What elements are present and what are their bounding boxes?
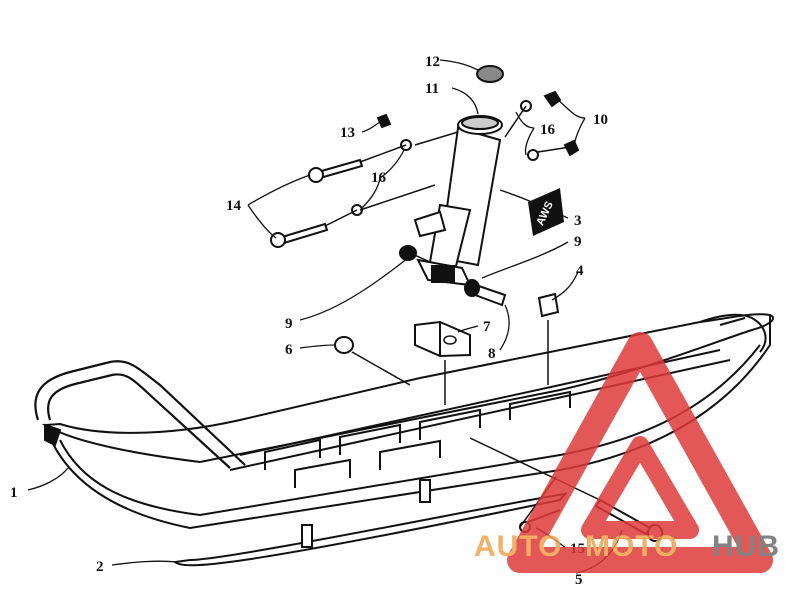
callout-3: 3: [574, 213, 582, 229]
saddle-bracket: [414, 320, 471, 358]
callout-1: 1: [10, 485, 18, 501]
ski: [41, 313, 775, 530]
watermark-moto: MOTO: [585, 530, 678, 563]
callout-2: 2: [96, 559, 104, 575]
aws-decal: AWS: [528, 188, 564, 236]
watermark: AUTO MOTO HUB: [474, 332, 780, 573]
callout-16-left: 16: [371, 170, 387, 186]
callout-13: 13: [340, 125, 355, 141]
watermark-auto: AUTO: [474, 530, 562, 563]
callout-16-right: 16: [540, 122, 556, 138]
watermark-hub: HUB: [712, 530, 780, 563]
bolts-left: [270, 113, 412, 248]
callout-9-left: 9: [285, 316, 293, 332]
ski-loop: [34, 360, 246, 469]
callout-6: 6: [285, 342, 293, 358]
callout-9-right: 9: [574, 234, 582, 250]
spindle-cap: [476, 65, 504, 83]
nut-6: [334, 336, 354, 354]
callout-14: 14: [226, 198, 242, 214]
spindle: [413, 115, 503, 287]
bushing-bolt: [399, 245, 507, 307]
callout-4: 4: [576, 263, 584, 279]
callout-8: 8: [488, 346, 496, 362]
watermark-triangle-icon: [507, 332, 773, 573]
callout-leaders: [27, 59, 623, 574]
callout-10: 10: [593, 112, 608, 128]
callout-12: 12: [425, 54, 440, 70]
callout-11: 11: [425, 81, 439, 97]
callout-5: 5: [575, 572, 583, 588]
callout-7: 7: [483, 319, 491, 335]
callout-numbers: 1 2 3 4 5 6 7 8 9 9 10 11 12 13 14 15 16…: [10, 54, 608, 588]
